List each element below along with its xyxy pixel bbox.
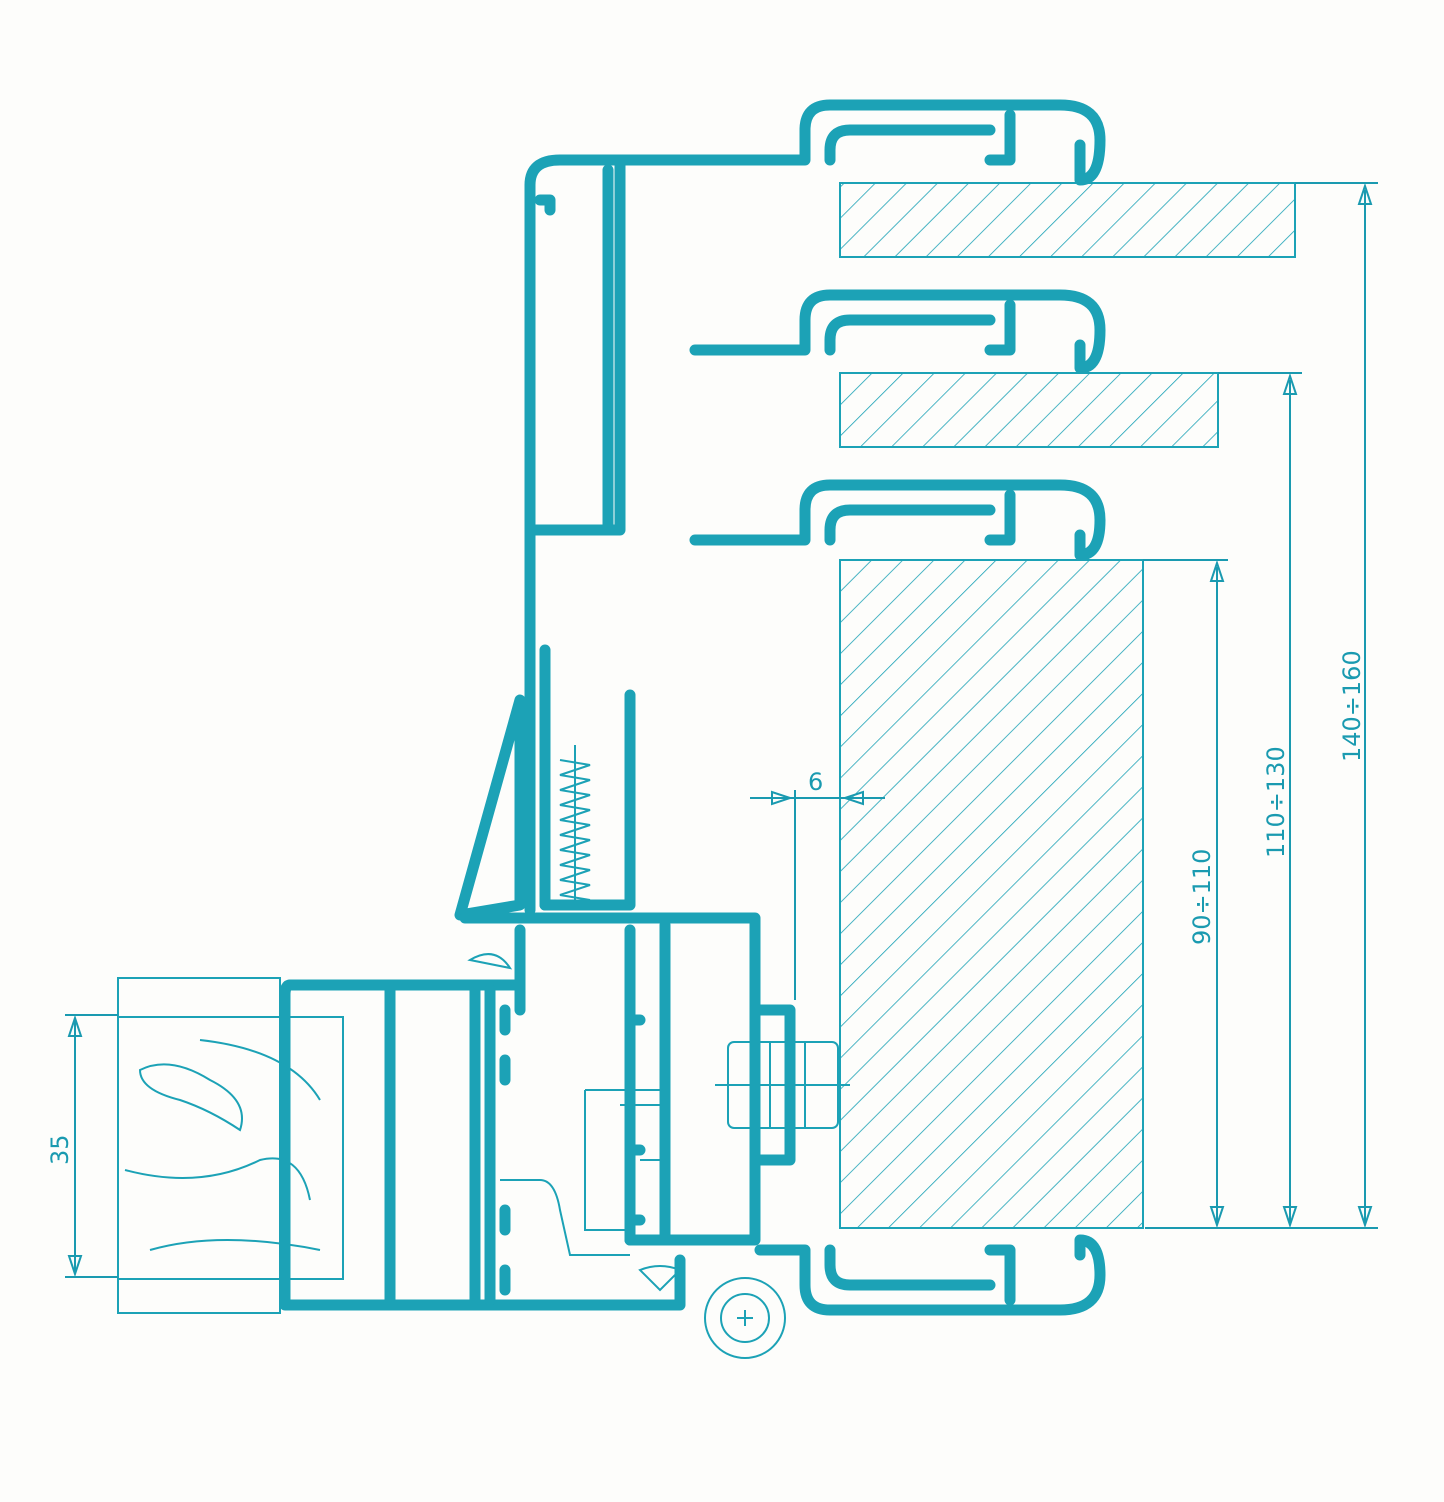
panel-large (839, 559, 1144, 1229)
hinge-circle-icon (704, 1277, 786, 1359)
bolt-icon (715, 1041, 850, 1129)
glazing-bead-lower (689, 479, 1106, 561)
glazing-bead-bottom (754, 1234, 1106, 1316)
dimension-panel-large-label: 140÷160 (1338, 650, 1366, 762)
dimension-frame-depth-label: 35 (46, 1134, 74, 1165)
dimension-lines (65, 182, 1378, 1278)
panel-middle (839, 372, 1219, 448)
glazing-bead-middle (689, 289, 1106, 374)
dimension-gap-label: 6 (808, 768, 824, 796)
glazing-bead-top (614, 99, 1106, 186)
sash-profile (279, 912, 796, 1311)
panel-top (839, 182, 1296, 258)
dimension-panel-small-label: 90÷110 (1188, 848, 1216, 945)
wood-frame-block (117, 977, 344, 1314)
main-frame-profile (454, 154, 636, 921)
screw-icon (559, 745, 591, 910)
dimension-panel-medium-label: 110÷130 (1262, 746, 1290, 858)
